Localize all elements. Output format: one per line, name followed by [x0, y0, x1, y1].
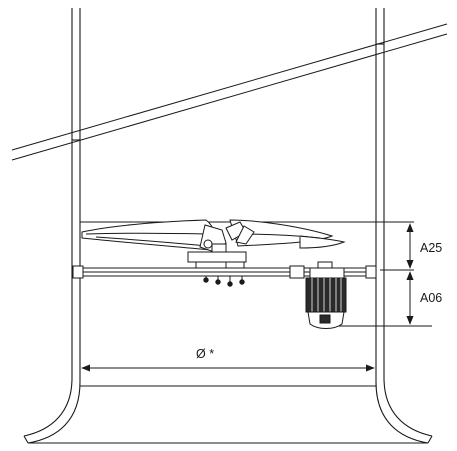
motor: [305, 261, 347, 329]
hub-assembly: [187, 243, 247, 269]
roof-slope: [11, 23, 448, 161]
dimension-label-a25: A25: [420, 241, 442, 255]
left-shaft-wall: [23, 8, 81, 444]
dimension-lines: [80, 221, 432, 387]
diameter-label: Ø *: [196, 347, 214, 361]
arrowheads: [81, 223, 414, 372]
right-shaft-wall: [375, 8, 433, 444]
dimension-label-a06: A06: [420, 291, 442, 305]
fan-blades: [81, 219, 346, 253]
